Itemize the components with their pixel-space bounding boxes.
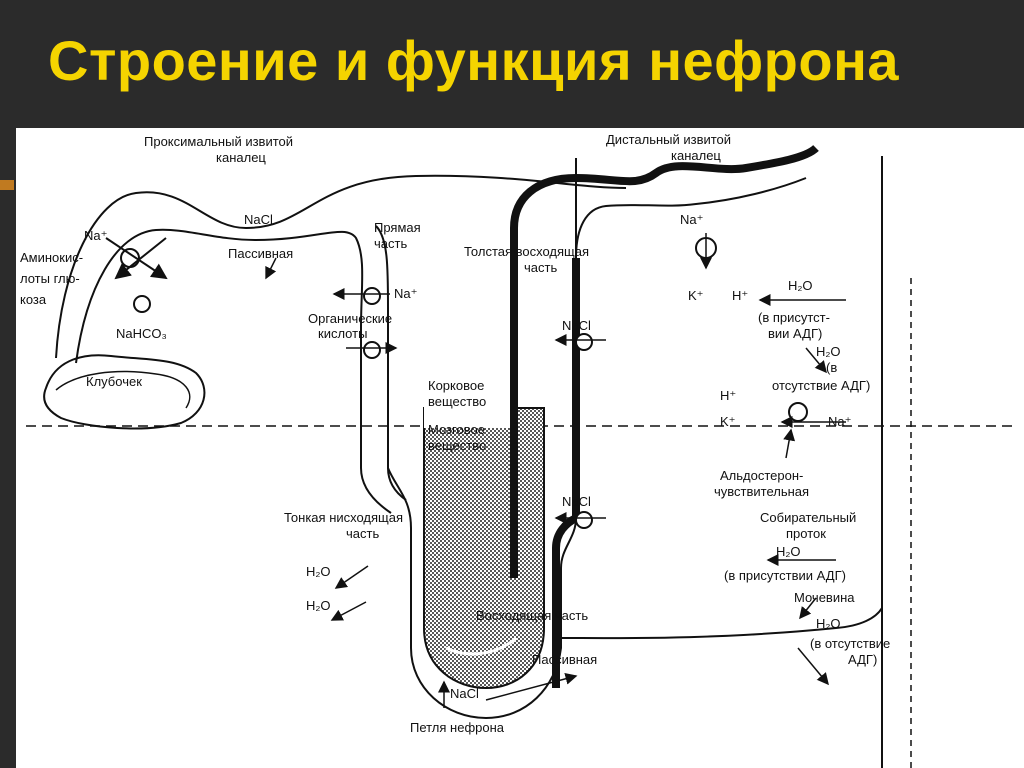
label-nacl-lower: NaCl bbox=[562, 494, 591, 509]
cortex-area bbox=[424, 368, 514, 428]
label-thick-asc-1: Толстая восходящая bbox=[464, 244, 589, 259]
label-amino-3: коза bbox=[20, 292, 47, 307]
label-aldo-1: Альдостерон- bbox=[720, 468, 803, 483]
distal-inner bbox=[575, 177, 807, 259]
label-nahco3: NaHCO₃ bbox=[116, 326, 167, 341]
label-medulla-2: вещество bbox=[428, 438, 486, 453]
label-collecting-1: Собирательный bbox=[760, 510, 856, 525]
label-h-plus-2: H⁺ bbox=[720, 388, 736, 403]
label-adh-present-1: (в присутст- bbox=[758, 310, 830, 325]
label-straight-2: часть bbox=[374, 236, 407, 251]
label-ascending: Восходящая часть bbox=[476, 608, 588, 623]
proximal-inner bbox=[75, 228, 392, 514]
label-cortex-1: Корковое bbox=[428, 378, 484, 393]
label-organic-2: кислоты bbox=[318, 326, 367, 341]
label-adh-absent-1: (в bbox=[826, 360, 837, 375]
label-adh-present-3: (в присутствии АДГ) bbox=[724, 568, 846, 583]
transporter-nacl-asc bbox=[575, 333, 593, 351]
label-adh-absent-4: АДГ) bbox=[848, 652, 877, 667]
arrow-h2o-absent-2 bbox=[797, 647, 829, 686]
label-proximal-1: Проксимальный извитой bbox=[144, 134, 293, 149]
transporter-nacl-lower bbox=[575, 511, 593, 529]
loop-outer bbox=[387, 158, 577, 720]
label-k-plus-2: K⁺ bbox=[720, 414, 736, 429]
title-bar: Строение и функция нефрона bbox=[0, 0, 1024, 128]
label-passive-loop: Пассивная bbox=[532, 652, 597, 667]
label-na-plus-2: Na⁺ bbox=[828, 414, 851, 429]
label-nacl-loop: NaCl bbox=[450, 686, 479, 701]
transporter-aldosterone bbox=[788, 402, 808, 422]
label-adh-absent-2: отсутствие АДГ) bbox=[772, 378, 870, 393]
label-medulla-1: Мозговое bbox=[428, 422, 485, 437]
label-collecting-2: проток bbox=[786, 526, 826, 541]
label-k-plus: K⁺ bbox=[688, 288, 704, 303]
accent-mark bbox=[0, 180, 14, 190]
label-loop: Петля нефрона bbox=[410, 720, 505, 735]
label-nacl-asc: NaCl bbox=[562, 318, 591, 333]
arrow-h2o-thin-2 bbox=[330, 601, 367, 621]
arrow-h2o-thin-1 bbox=[334, 565, 369, 589]
label-urea: Мочевина bbox=[794, 590, 855, 605]
transporter-organic-1 bbox=[363, 287, 381, 305]
label-amino-1: Аминокис- bbox=[20, 250, 83, 265]
label-na-distal: Na⁺ bbox=[680, 212, 703, 227]
thick-ascending-limb bbox=[510, 144, 819, 578]
label-na-plus-left: Na⁺ bbox=[84, 228, 107, 243]
label-thin-desc-1: Тонкая нисходящая bbox=[284, 510, 403, 525]
arrow-passive-loop bbox=[485, 672, 578, 701]
label-proximal-2: каналец bbox=[216, 150, 266, 165]
label-adh-present-2: вии АДГ) bbox=[768, 326, 822, 341]
label-glomerulus: Клубочек bbox=[86, 374, 142, 389]
proximal-tubule bbox=[55, 174, 627, 359]
label-straight-1: Прямая bbox=[374, 220, 421, 235]
label-h-plus: H⁺ bbox=[732, 288, 748, 303]
label-thin-desc-2: часть bbox=[346, 526, 379, 541]
transporter-organic-2 bbox=[363, 341, 381, 359]
diagram-panel: Проксимальный извитой каналец Дистальный… bbox=[16, 128, 1024, 768]
loop-inner-curve bbox=[445, 636, 518, 656]
glomerulus-shape bbox=[43, 354, 206, 430]
label-distal-1: Дистальный извитой bbox=[606, 132, 731, 147]
label-h2o-5: H₂O bbox=[306, 564, 331, 579]
label-nacl-top: NaCl bbox=[244, 212, 273, 227]
arrow-amino-cross-1 bbox=[105, 237, 168, 280]
slide-title: Строение и функция нефрона bbox=[48, 29, 900, 92]
left-strip bbox=[0, 128, 16, 768]
arrow-passive bbox=[265, 257, 277, 280]
label-h2o-1: H₂O bbox=[788, 278, 813, 293]
arrow-urea bbox=[799, 597, 817, 620]
glomerulus-inner bbox=[55, 370, 191, 409]
transporter-nahco3 bbox=[133, 295, 151, 313]
label-organic-1: Органические bbox=[308, 311, 392, 326]
label-amino-2: лоты глю- bbox=[20, 271, 80, 286]
proximal-straight-outer bbox=[375, 225, 407, 501]
label-na-plus-mid: Na⁺ bbox=[394, 286, 417, 301]
label-aldo-2: чувствительная bbox=[714, 484, 809, 499]
nephron-diagram: Проксимальный извитой каналец Дистальный… bbox=[20, 132, 1016, 768]
arrow-aldo-up bbox=[783, 428, 796, 459]
loop-to-collecting bbox=[560, 607, 883, 640]
arrow-amino-cross-2 bbox=[114, 237, 167, 280]
label-h2o-4: H₂O bbox=[816, 616, 841, 631]
label-h2o-2: H₂O bbox=[816, 344, 841, 359]
label-thick-asc-2: часть bbox=[524, 260, 557, 275]
label-distal-2: каналец bbox=[671, 148, 721, 163]
label-adh-absent-3: (в отсутствие bbox=[810, 636, 890, 651]
arrow-h2o-absent bbox=[805, 347, 827, 374]
label-cortex-2: вещество bbox=[428, 394, 486, 409]
label-h2o-3: H₂O bbox=[776, 544, 801, 559]
label-h2o-6: H₂O bbox=[306, 598, 331, 613]
label-passive-top: Пассивная bbox=[228, 246, 293, 261]
